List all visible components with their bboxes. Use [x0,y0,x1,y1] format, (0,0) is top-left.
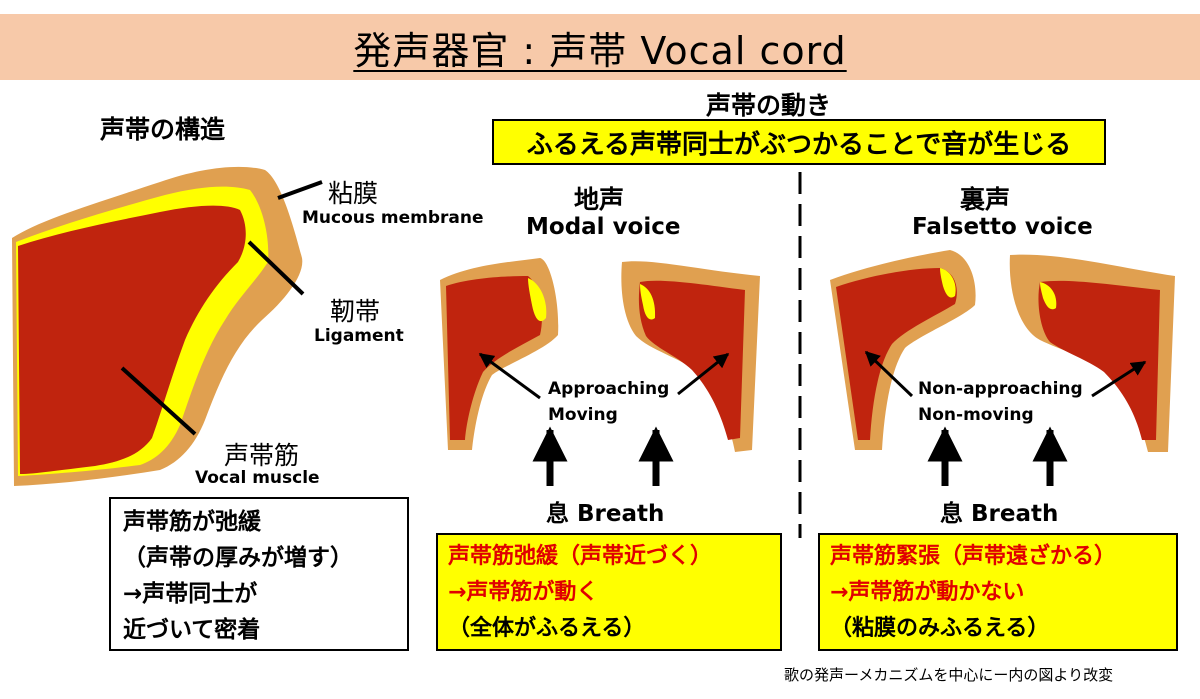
ligament-label-en: Ligament [314,326,404,346]
left-note-line: （声帯の厚みが増す） [123,545,353,571]
left-note-line: 声帯筋が弛緩 [123,509,261,535]
falsetto-note-box: 声帯筋緊張（声帯遠ざかる） →声帯筋が動かない （粘膜のみふるえる） [818,533,1178,651]
movement-heading: 声帯の動き [706,91,832,120]
left-note-line: 近づいて密着 [123,617,261,643]
principle-banner: ふるえる声帯同士がぶつかることで音が生じる [492,119,1106,165]
falsetto-note-line: （粘膜のみふるえる） [830,616,1050,641]
muscle-layer [18,205,246,474]
modal-note-line: 声帯筋弛緩（声帯近づく） [448,544,713,569]
falsetto-note-line: →声帯筋が動かない [830,580,1025,605]
mucous-label-jp: 粘膜 [328,179,379,208]
ligament-label-jp: 靭帯 [330,297,381,326]
falsetto-note-line: 声帯筋緊張（声帯遠ざかる） [830,544,1117,569]
title-banner [0,14,1200,80]
falsetto-voice-folds [830,250,1175,486]
left-note-box: 声帯筋が弛緩 （声帯の厚みが増す） →声帯同士が 近づいて密着 [109,497,409,651]
falsetto-movement-label: Non-approaching Non-moving [918,376,1083,428]
falsetto-heading-en: Falsetto voice [912,214,1093,240]
left-note-line: →声帯同士が [123,581,258,607]
page-title: 発声器官 : 声帯 Vocal cord [353,28,847,73]
modal-voice-folds [440,258,760,486]
modal-note-box: 声帯筋弛緩（声帯近づく） →声帯筋が動く （全体がふるえる） [436,533,782,651]
falsetto-movement-line: Non-moving [918,405,1034,425]
large-cross-section [12,166,323,486]
mucous-label-en: Mucous membrane [302,208,484,228]
muscle-label-en: Vocal muscle [195,468,320,488]
modal-movement-label: Approaching Moving [548,376,669,428]
modal-movement-line: Moving [548,405,618,425]
muscle-label-jp: 声帯筋 [224,441,300,470]
falsetto-heading-jp: 裏声 [960,185,1011,214]
falsetto-movement-line: Non-approaching [918,379,1083,399]
modal-movement-line: Approaching [548,379,670,399]
modal-note-line: （全体がふるえる） [448,616,646,641]
modal-heading-jp: 地声 [574,185,625,214]
modal-note-line: →声帯筋が動く [448,580,599,605]
falsetto-breath-label: 息 Breath [940,501,1059,527]
modal-breath-label: 息 Breath [546,501,665,527]
modal-heading-en: Modal voice [526,214,681,240]
structure-heading: 声帯の構造 [100,115,226,144]
source-citation: 歌の発声ーメカニズムを中心にー内の図より改変 [784,666,1114,684]
